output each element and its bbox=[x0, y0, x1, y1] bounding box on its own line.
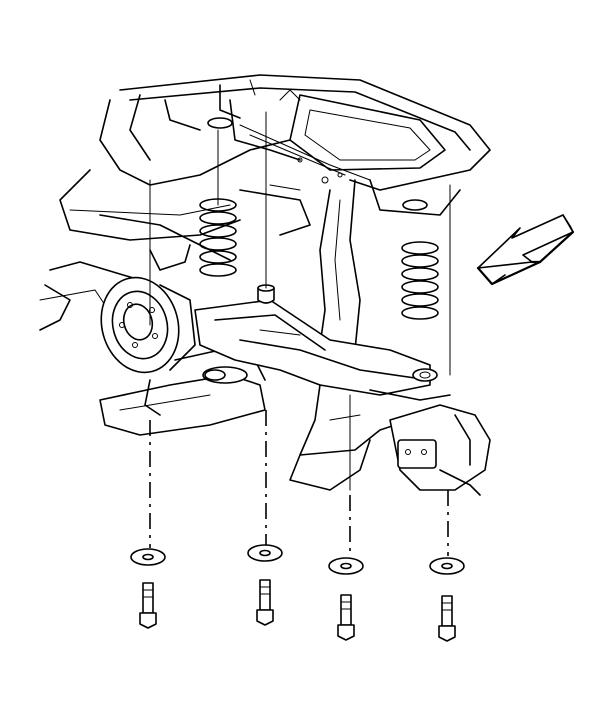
coil-spring-right bbox=[401, 199, 439, 320]
wheel-hub-left bbox=[100, 276, 196, 374]
alignment-lines bbox=[149, 111, 451, 491]
washer-2 bbox=[247, 544, 283, 562]
bolt-1 bbox=[139, 582, 157, 629]
bolt-4 bbox=[438, 595, 456, 642]
coil-spring-left bbox=[199, 117, 237, 277]
fastener-centerlines bbox=[149, 410, 449, 556]
wheel-hub-right bbox=[389, 404, 491, 496]
washer-3 bbox=[328, 557, 364, 575]
rear-mount-left bbox=[204, 369, 226, 381]
bolt-3 bbox=[337, 594, 355, 641]
crossmember bbox=[194, 299, 451, 491]
washer-1 bbox=[130, 548, 166, 566]
front-of-vehicle-arrow bbox=[476, 214, 575, 286]
washer-4 bbox=[429, 557, 465, 575]
bolt-2 bbox=[256, 579, 274, 626]
rear-mount-right bbox=[412, 368, 438, 382]
